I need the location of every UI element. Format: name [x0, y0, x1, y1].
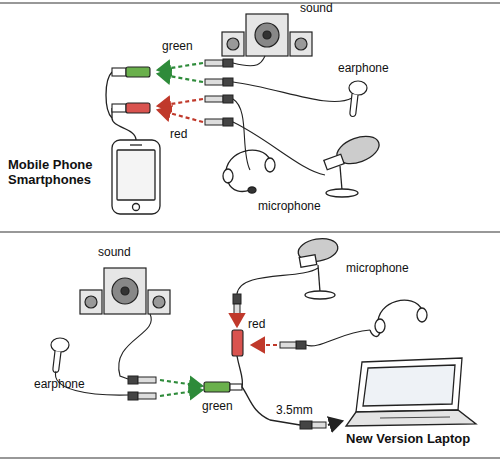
- arrows: [158, 63, 203, 122]
- device-label: microphone: [258, 200, 321, 214]
- jack-color-label: green: [202, 400, 233, 414]
- plugs: [128, 294, 326, 429]
- jack-color-label: green: [162, 40, 193, 54]
- plugs: [205, 59, 233, 126]
- jack-color-label: red: [248, 318, 265, 332]
- mobile-phone: [112, 140, 160, 214]
- device-cables: [233, 56, 352, 175]
- arrows: [160, 318, 342, 425]
- speakers: [80, 268, 170, 314]
- device-label: earphone: [338, 62, 389, 76]
- laptop: [346, 358, 476, 426]
- device-label: microphone: [346, 262, 409, 276]
- speakers: [222, 14, 312, 56]
- device-label: New Version Laptop: [346, 432, 470, 447]
- device-label: earphone: [34, 378, 85, 392]
- earphone: [349, 81, 367, 117]
- female-jacks: [112, 67, 150, 113]
- device-label: sound: [300, 2, 333, 16]
- jack-color-label: red: [170, 128, 187, 142]
- device-cables: [55, 268, 370, 395]
- stand-microphone: [296, 236, 339, 299]
- headset: [370, 300, 427, 336]
- headset: [223, 150, 275, 193]
- panel-lines: [0, 3, 500, 458]
- stand-microphone: [324, 131, 383, 197]
- earphone: [51, 338, 69, 373]
- device-label: sound: [98, 246, 131, 260]
- device-label: Mobile Phone Smartphones: [8, 158, 108, 188]
- plug-size-label: 3.5mm: [276, 404, 313, 418]
